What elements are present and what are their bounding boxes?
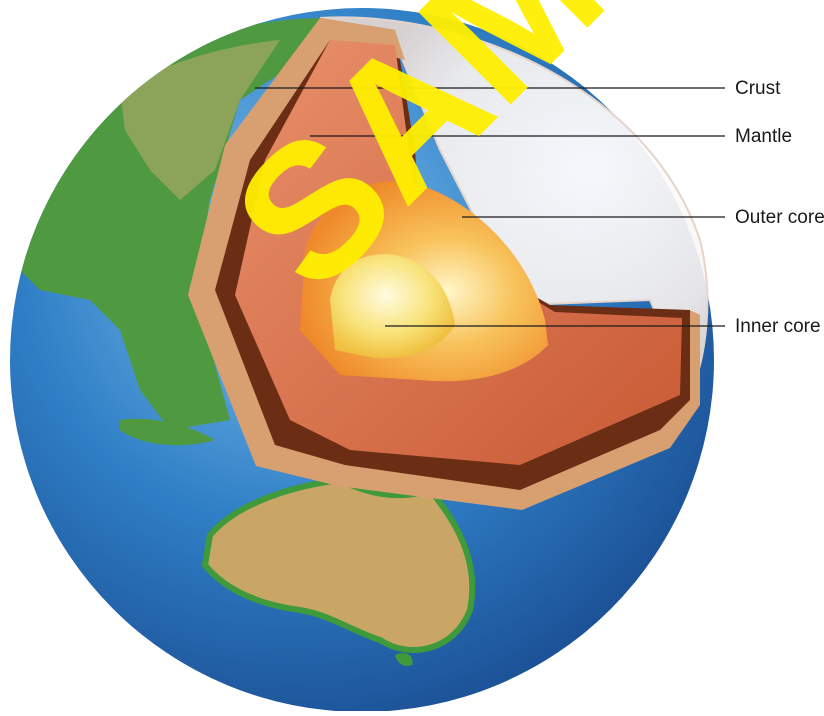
- inner-core-label: Inner core: [735, 317, 821, 336]
- mantle-label: Mantle: [735, 127, 792, 146]
- crust-label: Crust: [735, 79, 780, 98]
- outer-core-label: Outer core: [735, 208, 824, 227]
